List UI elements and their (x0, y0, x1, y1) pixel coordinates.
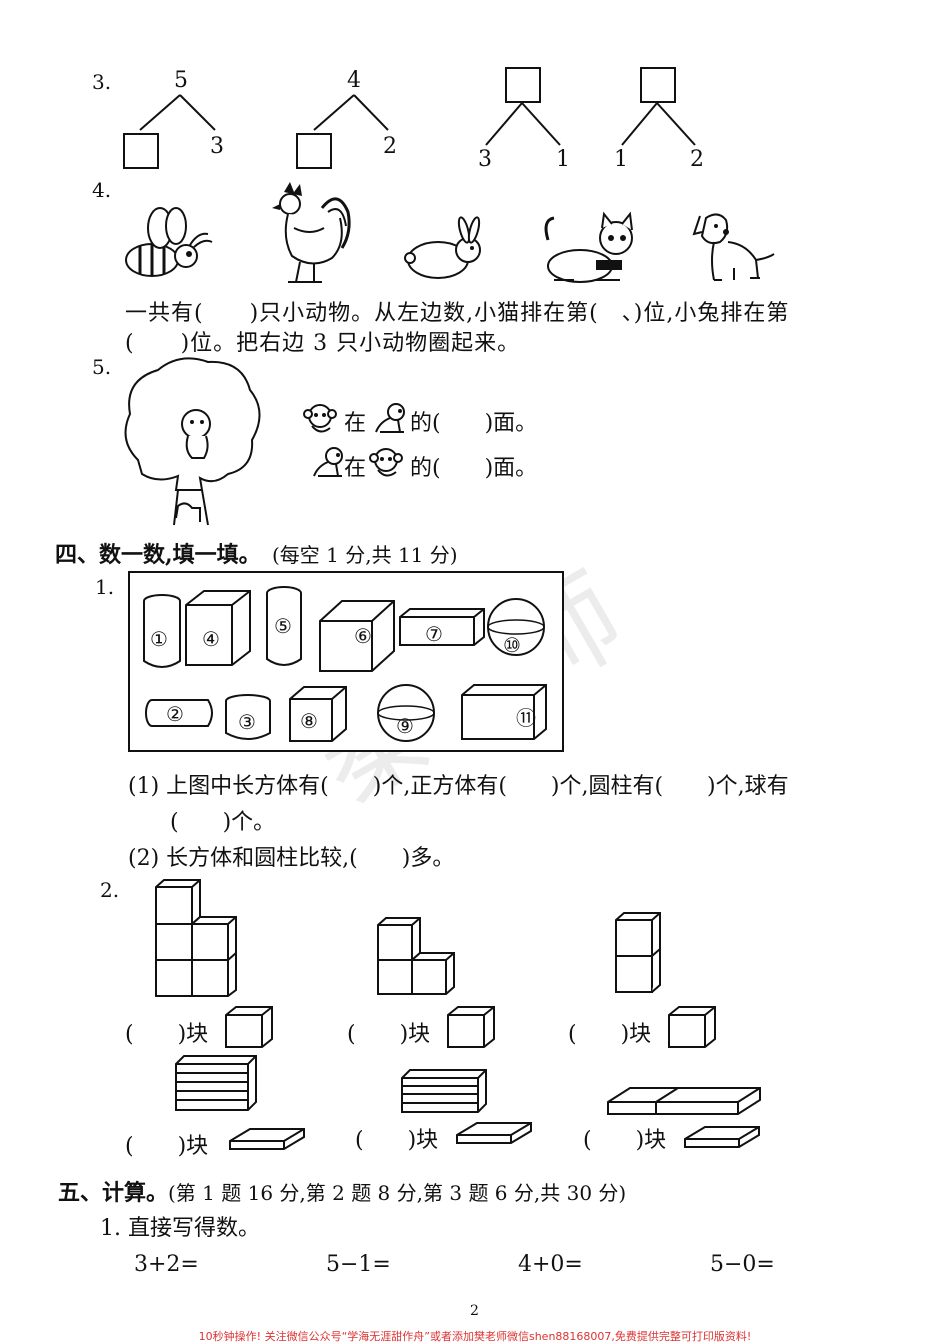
cylinder-shape (145, 699, 213, 727)
shape-number: ② (166, 702, 184, 726)
bee-icon (125, 207, 213, 277)
q5-line1-mid: 在 (344, 411, 367, 436)
cube-shape (289, 686, 347, 742)
sphere-shape (377, 684, 435, 742)
section5-heading: 五、计算。 (58, 1180, 169, 1206)
expression: 3+2= (134, 1252, 199, 1277)
sphere-shape (487, 598, 545, 656)
s4-q1-part2: (2) 长方体和圆柱比较,( )多。 (128, 846, 455, 871)
flat-plate-icon (684, 1126, 760, 1148)
s4-q1-label: 1. (95, 575, 115, 599)
bond3-right: 1 (556, 147, 570, 172)
cube-shape (185, 590, 251, 666)
shape-number: ⑨ (396, 714, 414, 738)
cuboid-shape (461, 684, 547, 740)
rabbit-icon (404, 216, 481, 279)
shape-number: ⑩ (503, 633, 521, 657)
q5-label: 5. (92, 355, 112, 379)
answer-box[interactable] (123, 133, 159, 169)
section4-heading: 四、数一数,填一填。 (55, 542, 261, 568)
unit-cube-icon (225, 1006, 273, 1048)
q5-line2-end: 的( )面。 (410, 456, 538, 481)
bond-lines (139, 94, 696, 146)
q5-line2-mid: 在 (344, 456, 367, 481)
cylinder-shape (225, 694, 271, 740)
plate-stacks (175, 1055, 761, 1115)
shape-number: ⑪ (516, 706, 536, 730)
shape-number: ③ (238, 710, 256, 734)
bond3-left: 3 (478, 147, 492, 172)
page-number: 2 (470, 1303, 479, 1319)
s4-q1-part1-line2: ( )个。 (170, 810, 276, 835)
expression: 5−1= (326, 1252, 391, 1277)
unit-cube-icon (447, 1006, 495, 1048)
dog-icon (692, 213, 775, 281)
shapes-figure (143, 586, 547, 742)
rooster-icon (272, 182, 351, 283)
flat-plate-icon (229, 1128, 305, 1150)
s5-q1-title: 1. 直接写得数。 (100, 1216, 260, 1241)
block-stacks (155, 879, 661, 997)
shape-number: ① (150, 627, 168, 651)
bond2-top: 4 (347, 68, 361, 93)
q4-label: 4. (92, 178, 112, 202)
s4-q1-part1-line1: (1) 上图中长方体有( )个,正方体有( )个,圆柱有( )个,球有 (128, 774, 789, 799)
answer-box[interactable] (296, 133, 332, 169)
cylinder-shape (143, 594, 181, 668)
shape-number: ⑥ (354, 624, 372, 648)
q3-label: 3. (92, 70, 112, 94)
blocks-answer: ( )块 (355, 1128, 439, 1153)
blocks-answer: ( )块 (568, 1022, 652, 1047)
dog-small-icon (313, 447, 343, 477)
dog-small-icon (375, 403, 405, 433)
bond2-right: 2 (383, 134, 397, 159)
monkey-icon (369, 448, 403, 477)
q5-line1-end: 的( )面。 (410, 411, 538, 436)
bond1-right: 3 (210, 134, 224, 159)
answer-box[interactable] (505, 67, 541, 103)
monkey-icon (303, 404, 337, 433)
bond1-top: 5 (174, 68, 188, 93)
cylinder-shape (266, 586, 302, 666)
q4-text-line2: ( )位。把右边 3 只小动物圈起来。 (125, 331, 521, 356)
bond4-left: 1 (614, 147, 628, 172)
shape-number: ⑧ (300, 709, 318, 733)
blocks-answer: ( )块 (347, 1022, 431, 1047)
shape-number: ④ (202, 627, 220, 651)
unit-cube-icon (668, 1006, 716, 1048)
shape-number: ⑦ (425, 622, 443, 646)
shape-number: ⑤ (274, 614, 292, 638)
cuboid-shape (399, 608, 485, 646)
section5-score: (第 1 题 16 分,第 2 题 8 分,第 3 题 6 分,共 30 分) (168, 1181, 627, 1205)
bond4-right: 2 (690, 147, 704, 172)
blocks-answer: ( )块 (125, 1022, 209, 1047)
expression: 5−0= (710, 1252, 775, 1277)
answer-box[interactable] (640, 67, 676, 103)
blocks-answer: ( )块 (583, 1128, 667, 1153)
q4-text-line1: 一共有( )只小动物。从左边数,小猫排在第( 、)位,小兔排在第 (125, 301, 790, 326)
footer-note: 10秒钟操作! 关注微信公众号“学海无涯甜作舟”或者添加樊老师微信shen881… (198, 1330, 752, 1343)
blocks-answer: ( )块 (125, 1134, 209, 1159)
tree-icon (124, 357, 261, 526)
s4-q2-label: 2. (100, 878, 120, 902)
section4-score: (每空 1 分,共 11 分) (272, 543, 458, 567)
cat-icon (544, 211, 633, 283)
cuboid-shape (319, 600, 395, 672)
expression: 4+0= (518, 1252, 583, 1277)
flat-plate-icon (456, 1122, 532, 1144)
